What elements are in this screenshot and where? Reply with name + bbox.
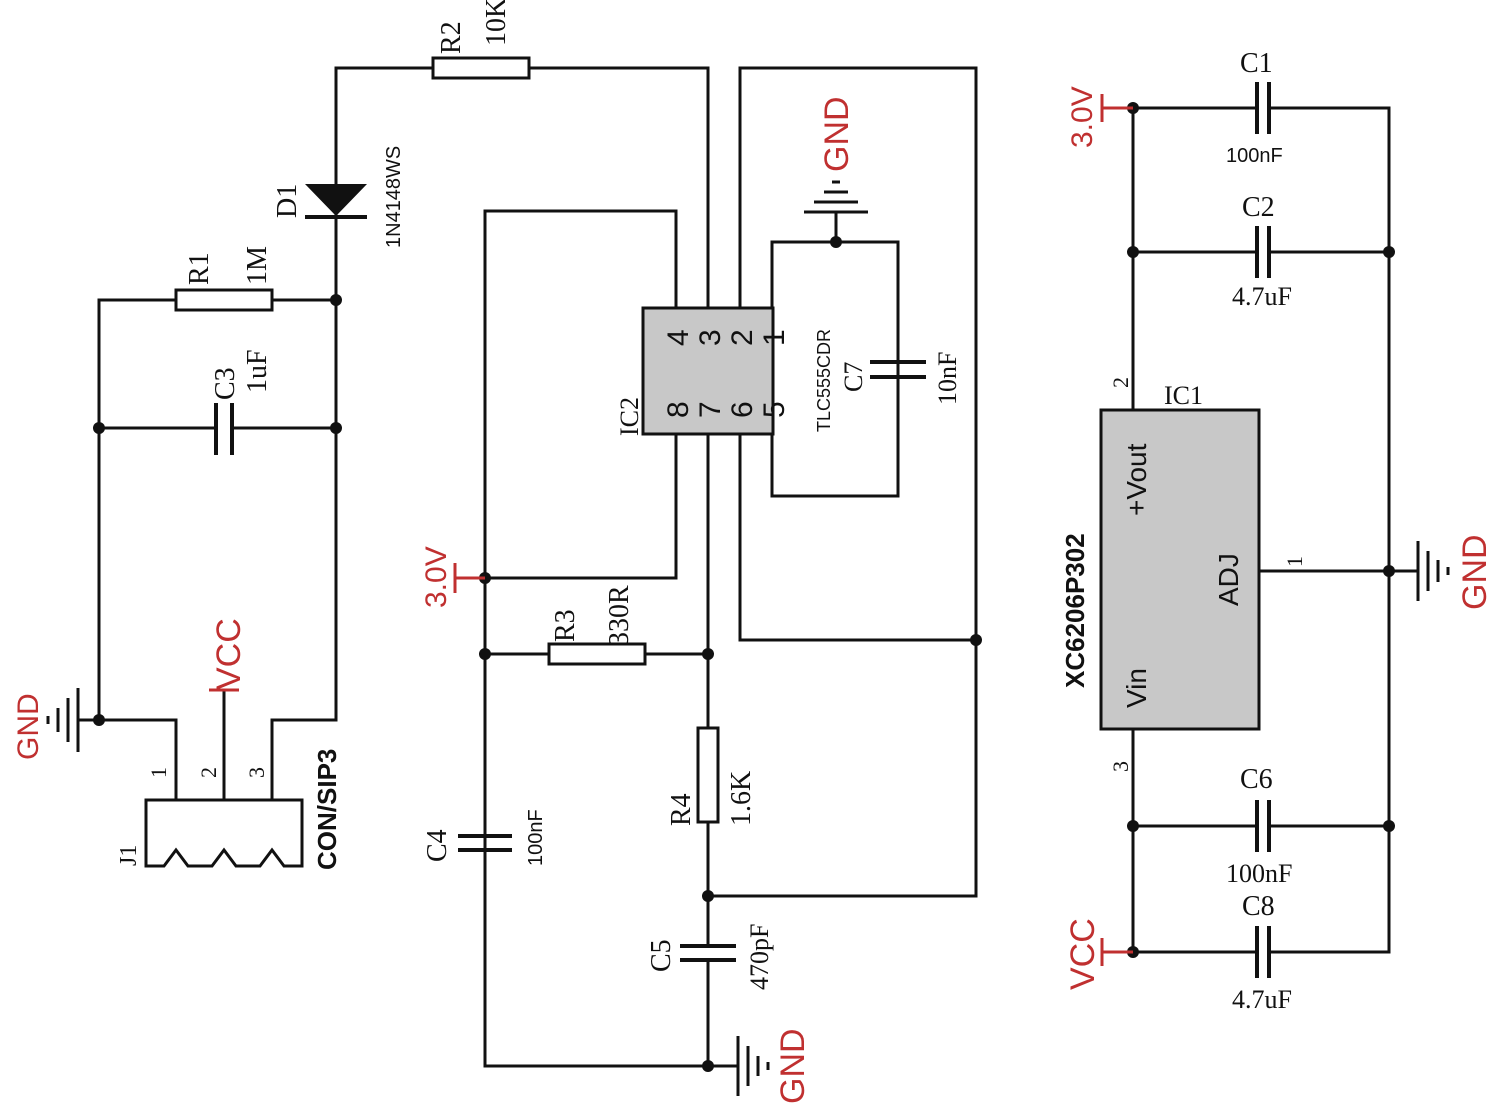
capacitor-c8 <box>1255 926 1271 978</box>
v3-label-mid: 3.0V <box>420 546 453 608</box>
c2-ref: C2 <box>1242 192 1275 223</box>
ic1-adj-label: ADJ <box>1213 553 1244 606</box>
vcc-symbol-right <box>1100 938 1133 966</box>
wires-right <box>1131 106 1391 954</box>
r1-ref: R1 <box>184 252 215 285</box>
c5-value: 470pF <box>745 924 774 990</box>
ic1-body <box>1099 408 1261 731</box>
c2-value: 4.7uF <box>1232 282 1292 311</box>
ic2-pin-7: 7 <box>694 401 727 418</box>
d1-value: 1N4148WS <box>383 146 405 248</box>
gnd-symbol-bottom <box>708 1036 770 1096</box>
ic2-pin-5: 5 <box>758 401 791 418</box>
ic2-pin-6: 6 <box>726 401 759 418</box>
r1-value: 1M <box>242 246 273 285</box>
j1-pin-3: 3 <box>244 767 269 778</box>
ic1-value: XC6206P302 <box>1060 533 1090 688</box>
c8-value: 4.7uF <box>1232 985 1292 1014</box>
j1-pin-2: 2 <box>196 767 221 778</box>
v3-label-right: 3.0V <box>1066 86 1099 148</box>
ic2-pin-2: 2 <box>726 329 759 346</box>
diode-d1 <box>305 184 367 219</box>
wires-middle <box>483 66 978 1068</box>
gnd-label-c7: GND <box>818 96 856 172</box>
ic2-pin-8: 8 <box>662 401 695 418</box>
c1-ref: C1 <box>1240 48 1273 79</box>
ic1-pin-2: 2 <box>1108 377 1133 388</box>
resistor-r1 <box>174 288 274 312</box>
j1-ref: J1 <box>116 845 142 866</box>
ic2-pin-1: 1 <box>758 329 791 346</box>
r4-ref: R4 <box>666 793 697 826</box>
resistor-r3 <box>547 642 647 666</box>
wires-left <box>97 66 435 802</box>
ic1-vin-label: Vin <box>1121 668 1152 708</box>
ic2-ref: IC2 <box>615 397 644 436</box>
r3-value: 330R <box>604 585 635 646</box>
ic1-pin-3: 3 <box>1108 761 1133 772</box>
gnd-symbol-j1 <box>46 688 99 752</box>
v3-symbol-right <box>1100 94 1133 122</box>
c3-ref: C3 <box>210 367 241 400</box>
capacitor-c3 <box>214 403 234 455</box>
c3-value: 1uF <box>242 349 273 393</box>
c6-ref: C6 <box>1240 764 1273 795</box>
c4-value: 100nF <box>525 809 547 866</box>
vcc-label-right: VCC <box>1064 918 1102 990</box>
capacitor-c7 <box>870 360 926 379</box>
c1-value: 100nF <box>1226 145 1283 167</box>
c5-ref: C5 <box>646 939 677 972</box>
capacitor-c5 <box>680 944 736 962</box>
ic1-ref: IC1 <box>1164 381 1203 410</box>
j1-pin-1: 1 <box>146 767 171 778</box>
capacitor-c1 <box>1255 82 1271 134</box>
c7-value: 10nF <box>933 352 962 405</box>
ic1-pin-1: 1 <box>1282 556 1307 567</box>
capacitor-c4 <box>458 834 512 852</box>
ic2-body <box>641 306 775 436</box>
resistor-r2 <box>431 56 531 80</box>
r2-ref: R2 <box>436 21 467 54</box>
capacitor-c2 <box>1255 226 1271 278</box>
vcc-label-j1: VCC <box>210 618 248 690</box>
gnd-symbol-c7 <box>804 180 868 214</box>
gnd-label-j1: GND <box>12 693 45 760</box>
ic2-pin-4: 4 <box>662 329 695 346</box>
resistor-r4 <box>696 726 720 824</box>
connector-j1 <box>144 798 304 868</box>
r4-value: 1.6K <box>726 771 757 826</box>
c6-value: 100nF <box>1226 859 1292 888</box>
v3-symbol-mid <box>453 563 485 593</box>
j1-value: CON/SIP3 <box>312 749 342 870</box>
ic2-pin-3: 3 <box>694 329 727 346</box>
ic2-value: TLC555CDR <box>814 329 834 432</box>
c7-ref: C7 <box>839 362 868 392</box>
c4-ref: C4 <box>422 829 453 862</box>
capacitor-c6 <box>1255 800 1271 852</box>
d1-ref: D1 <box>272 184 303 218</box>
c8-ref: C8 <box>1242 891 1275 922</box>
ic1-vout-label: +Vout <box>1121 443 1152 516</box>
gnd-label-bottom: GND <box>774 1028 812 1104</box>
r2-value: 10K <box>481 0 512 46</box>
gnd-label-right: GND <box>1456 534 1493 610</box>
gnd-symbol-right <box>1389 541 1450 601</box>
r3-ref: R3 <box>550 609 581 642</box>
